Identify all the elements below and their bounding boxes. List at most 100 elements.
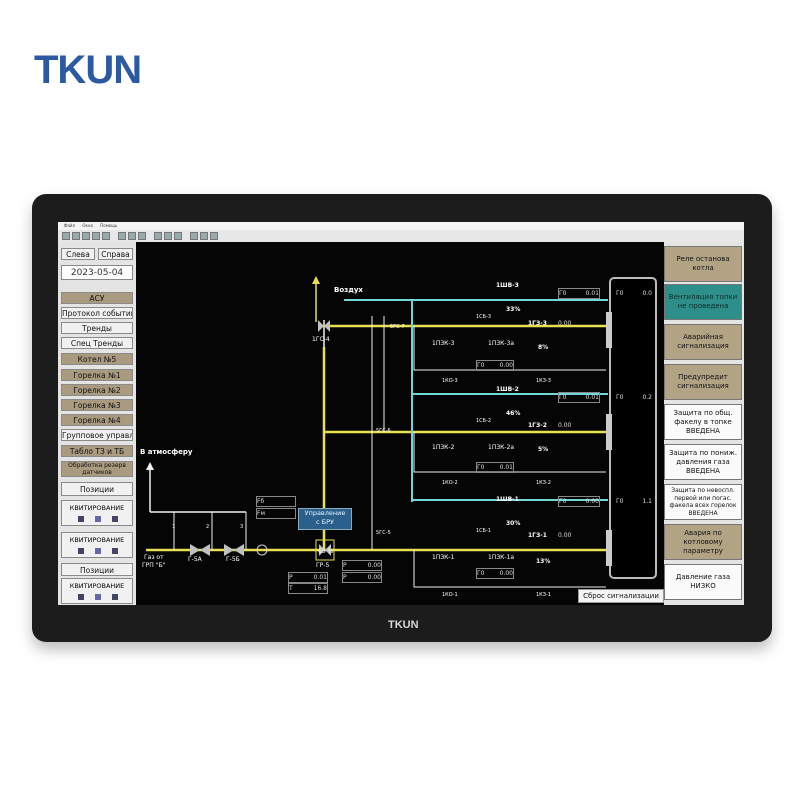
burner2-pzk-label: 1ПЗК-2 [432,444,455,451]
burner1-gz-percent: 13% [536,558,551,565]
alarm-boiler-parameter[interactable]: Авария по котловому параметру [664,524,742,560]
valve-3-label: 3 [240,524,244,530]
kvit-box-3[interactable]: КВИТИРОВАНИЕ [61,578,133,604]
brand-logo: TKUN [34,48,142,92]
burner2-shv-readout: Г0 0.01 [558,392,600,403]
burner3-gz-label: 1ГЗ-3 [528,320,547,327]
asu-button[interactable]: АСУ [61,292,133,304]
boiler-5-button[interactable]: Котел №5 [61,353,133,365]
reserve-sensors-button[interactable]: Обработка резерв датчиков [61,461,133,477]
toolbar-grid-icon[interactable] [154,232,162,240]
burner3-shv-label: 1ШВ-3 [496,282,519,289]
reset-alarm-button[interactable]: Сброс сигнализации [578,589,664,603]
nav-right-button[interactable]: Справа [98,248,133,260]
protection-ignition-failure[interactable]: Защита по невоспл. первой или погас. фак… [664,484,742,520]
speaker-icon [112,594,118,600]
toolbar-zoom-out-icon[interactable] [92,232,100,240]
burner1-pzk-a-label: 1ПЗК-1а [488,554,515,561]
tz-tb-board-button[interactable]: Табло ТЗ и ТБ [61,445,133,457]
burner-4-button[interactable]: Горелка №4 [61,414,133,426]
trends-button[interactable]: Тренды [61,322,133,334]
burner3-pzk-label: 1ПЗК-3 [432,340,455,347]
valve-5gs7-label: 5ГС-7 [390,324,405,330]
temperature-label: T [289,585,293,592]
toolbar-zoom-icon[interactable] [82,232,90,240]
air-label: Воздух [334,286,363,294]
menu-file[interactable]: Файл [64,223,76,228]
valve-2-label: 2 [206,524,210,530]
alarm-ventilation[interactable]: Вентиляция топки не проведена [664,284,742,320]
flow-fb-label: Fб [257,498,265,505]
burner2-gz-readout: 0.00 [558,422,571,429]
pressure-value: 0.01 [313,574,327,581]
kvit-box-2[interactable]: КВИТИРОВАНИЕ [61,532,133,558]
vent-1gs4-label: 1ГС-4 [312,336,330,343]
pressure-readout: P 0.01 [288,572,328,583]
regulator-gr5-label: ГР-5 [316,562,330,569]
menu-bar: Файл Окна Помощь [58,222,744,230]
pressure-value-3: 0.00 [367,574,381,581]
alarm-emergency[interactable]: Аварийная сигнализация [664,324,742,360]
group-control-button[interactable]: Групповое управл [61,429,133,441]
toolbar-refresh-icon[interactable] [210,232,218,240]
sound-icon [78,516,84,522]
burner3-shv-value: 0.01 [585,290,599,297]
burner1-pipe-readout: Г0 0.00 [476,568,514,579]
burner3-gz-percent: 8% [538,344,549,351]
burner1-gz-readout: 0.00 [558,532,571,539]
lamp-icon [95,516,101,522]
burner2-gz-percent: 5% [538,446,549,453]
furnace-value-3: 1.1 [642,498,652,505]
alarm-warning[interactable]: Предупредит сигнализация [664,364,742,400]
burner-3-button[interactable]: Горелка №3 [61,399,133,411]
special-trends-button[interactable]: Спец Тренды [61,337,133,349]
bru-label-1: Управление [304,509,346,517]
furnace-g0-label-1: Г0 [616,290,624,297]
positions-button-2[interactable]: Позиции [61,563,133,576]
valve-5gs6-label: 5ГС-6 [376,428,391,434]
bezel-logo: TKUN [388,619,419,631]
toolbar-cut-icon[interactable] [118,232,126,240]
event-log-button[interactable]: Протокол событий [61,307,133,319]
alarm-boiler-stop[interactable]: Реле останова котла [664,246,742,282]
toolbar-copy-icon[interactable] [128,232,136,240]
burner3-pipe-value: 0.00 [499,362,513,369]
lamp-icon [95,594,101,600]
nav-left-button[interactable]: Слева [61,248,95,260]
toolbar-back-icon[interactable] [190,232,198,240]
burner2-gz-value: 0.00 [558,422,572,429]
protection-common-flame[interactable]: Защита по общ. факелу в топке ВВЕДЕНА [664,404,742,440]
burner3-kz-label: 1КЗ-3 [536,378,551,384]
pressure-readout-2: P 0.00 [342,560,382,571]
kvit-box-1[interactable]: КВИТИРОВАНИЕ [61,500,133,526]
protection-low-gas-pressure[interactable]: Защита по пониж. давления газа ВВЕДЕНА [664,444,742,480]
burner1-shv-label: 1ШВ-1 [496,496,519,503]
toolbar-print-icon[interactable] [102,232,110,240]
menu-windows[interactable]: Окна [82,223,93,228]
burner-2-button[interactable]: Горелка №2 [61,384,133,396]
burner2-pipe-value: 0.01 [499,464,513,471]
toolbar-window-icon[interactable] [164,232,172,240]
toolbar-paste-icon[interactable] [138,232,146,240]
bru-control-box[interactable]: Управление с БРУ [298,508,352,530]
burner2-shv-percent: 46% [506,410,521,417]
toolbar-open-icon[interactable] [62,232,70,240]
gas-pressure-low[interactable]: Давление газа НИЗКО [664,564,742,600]
flow-fm-label: Fм [257,510,265,517]
toolbar-forward-icon[interactable] [200,232,208,240]
burner-1-button[interactable]: Горелка №1 [61,369,133,381]
gas-from-label: Газ от [144,554,164,561]
date-field[interactable]: 2023-05-04 [61,265,133,280]
toolbar-save-icon[interactable] [72,232,80,240]
furnace-g0-label-2: Г0 [616,394,624,401]
furnace-g0-label-3: Г0 [616,498,624,505]
menu-help[interactable]: Помощь [100,223,118,228]
sound-icon [78,548,84,554]
regulator-gr5-percent: 65 % [318,548,334,555]
toolbar [58,230,744,243]
toolbar-list-icon[interactable] [174,232,182,240]
valve-g5b-label: Г-5Б [226,556,240,563]
positions-button-1[interactable]: Позиции [61,482,133,496]
pressure-label: P [289,574,293,581]
